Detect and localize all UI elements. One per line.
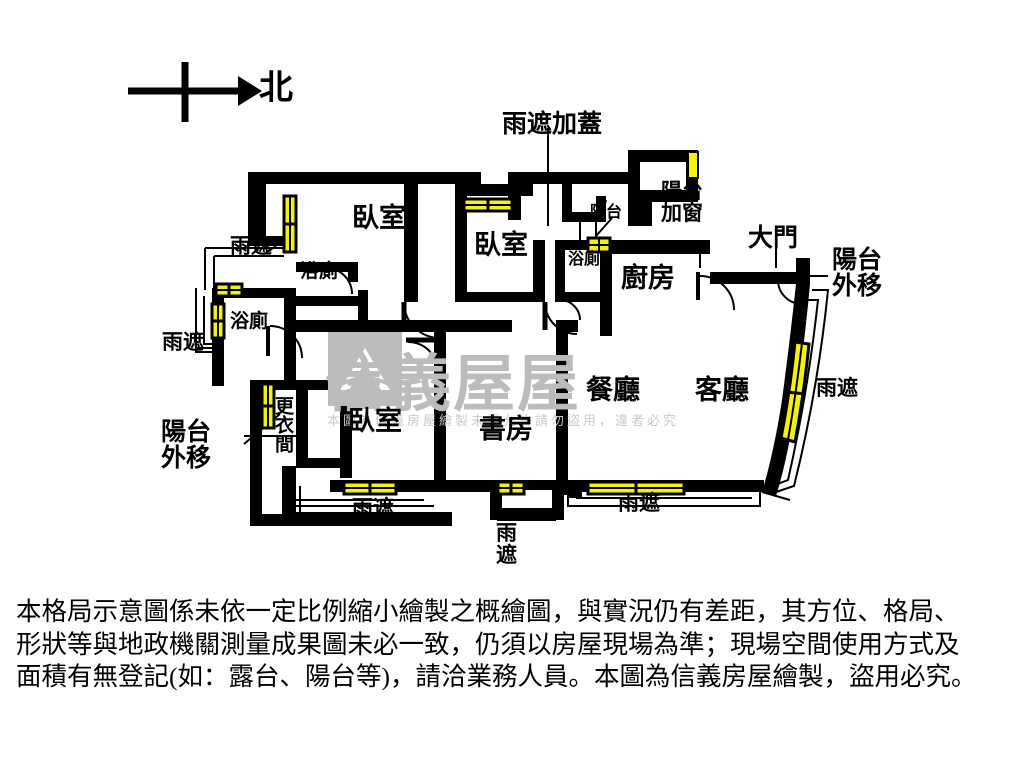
window-vertical [282,194,298,254]
window-horizontal [462,197,514,213]
leader-line-group [196,130,777,349]
room-label-bathroom-2: 浴廁 [230,311,269,332]
room-label-study: 書房 [479,414,533,444]
room-label-bathroom-1: 浴廁 [300,261,339,282]
room-label-bathroom-3: 浴廁 [568,251,601,268]
window-horizontal-bottom-right [586,480,686,496]
window-horizontal-small [214,282,244,298]
window-balcony-top [687,151,699,179]
room-label-bedroom-3: 臥室 [348,406,402,436]
annotation-balcony-window: 陽台加窗 [661,180,703,224]
window-horizontal-bottom-center [496,480,526,496]
annotation-rain-shield-left: 雨遮 [162,330,204,354]
annotation-balcony-move-left: 陽台外移 [161,419,212,473]
annotation-line-2: 外移 [161,445,212,473]
window-vertical-left [210,302,226,340]
annotation-rain-shield-bottom-right: 雨遮 [618,491,660,515]
annotation-rain-cover-top: 雨遮加蓋 [502,111,603,138]
disclaimer-line-3: 面積有無登記(如：露台、陽台等)，請洽業務人員。本圖為信義房屋繪製，盜用必究。 [16,662,977,692]
room-label-bedroom-2: 臥室 [474,230,528,260]
room-label-bedroom-1: 臥室 [352,203,406,233]
disclaimer-line-1: 本格局示意圖係未依一定比例縮小繪製之概繪圖，與實況仍有差距，其方位、格局、 [16,597,960,626]
annotation-line-2: 加窗 [661,201,703,226]
window-vertical-closet [260,382,276,430]
disclaimer: 本格局示意圖係未依一定比例縮小繪製之概繪圖，與實況仍有差距，其方位、格局、 形狀… [16,596,1011,694]
window-kitchen [586,236,612,254]
annotation-rain-shield-right: 雨遮 [816,376,858,400]
room-label-dining-room: 餐廳 [586,375,640,405]
annotation-line-1: 雨 [496,521,517,545]
annotation-balcony-mid: 陽台 [590,204,623,221]
window-horizontal-bottom-left [342,480,398,496]
annotation-line-1: 陽台 [161,419,212,446]
annotation-balcony-move-right: 陽台外移 [832,247,883,301]
disclaimer-line-2: 形狀等與地政機關測量成果圖未必一致，仍須以房屋現場為準；現場空間使用方式及 [16,629,960,659]
annotation-main-door: 大門 [748,225,799,252]
north-arrow-icon [128,62,262,122]
annotation-line-2: 外移 [832,273,883,301]
window-group [210,151,811,496]
annotation-rain-shield-bottom-center: 雨遮 [496,522,517,566]
annotation-rain-shield-bottom-left: 雨遮 [352,496,394,520]
window-curved-right [779,340,811,444]
room-label-living-room: 客廳 [695,375,749,405]
annotation-line-1: 陽台 [661,179,703,203]
north-label: 北 [259,70,293,107]
annotation-line-1: 陽台 [832,247,883,274]
room-label-walk-in-closet: 更衣間 [272,396,293,453]
annotation-line-2: 遮 [496,543,517,568]
room-label-kitchen: 廚房 [621,263,675,293]
rain-shield-outline-group [195,128,830,521]
annotation-rain-shield-ul: 雨遮 [230,234,272,258]
